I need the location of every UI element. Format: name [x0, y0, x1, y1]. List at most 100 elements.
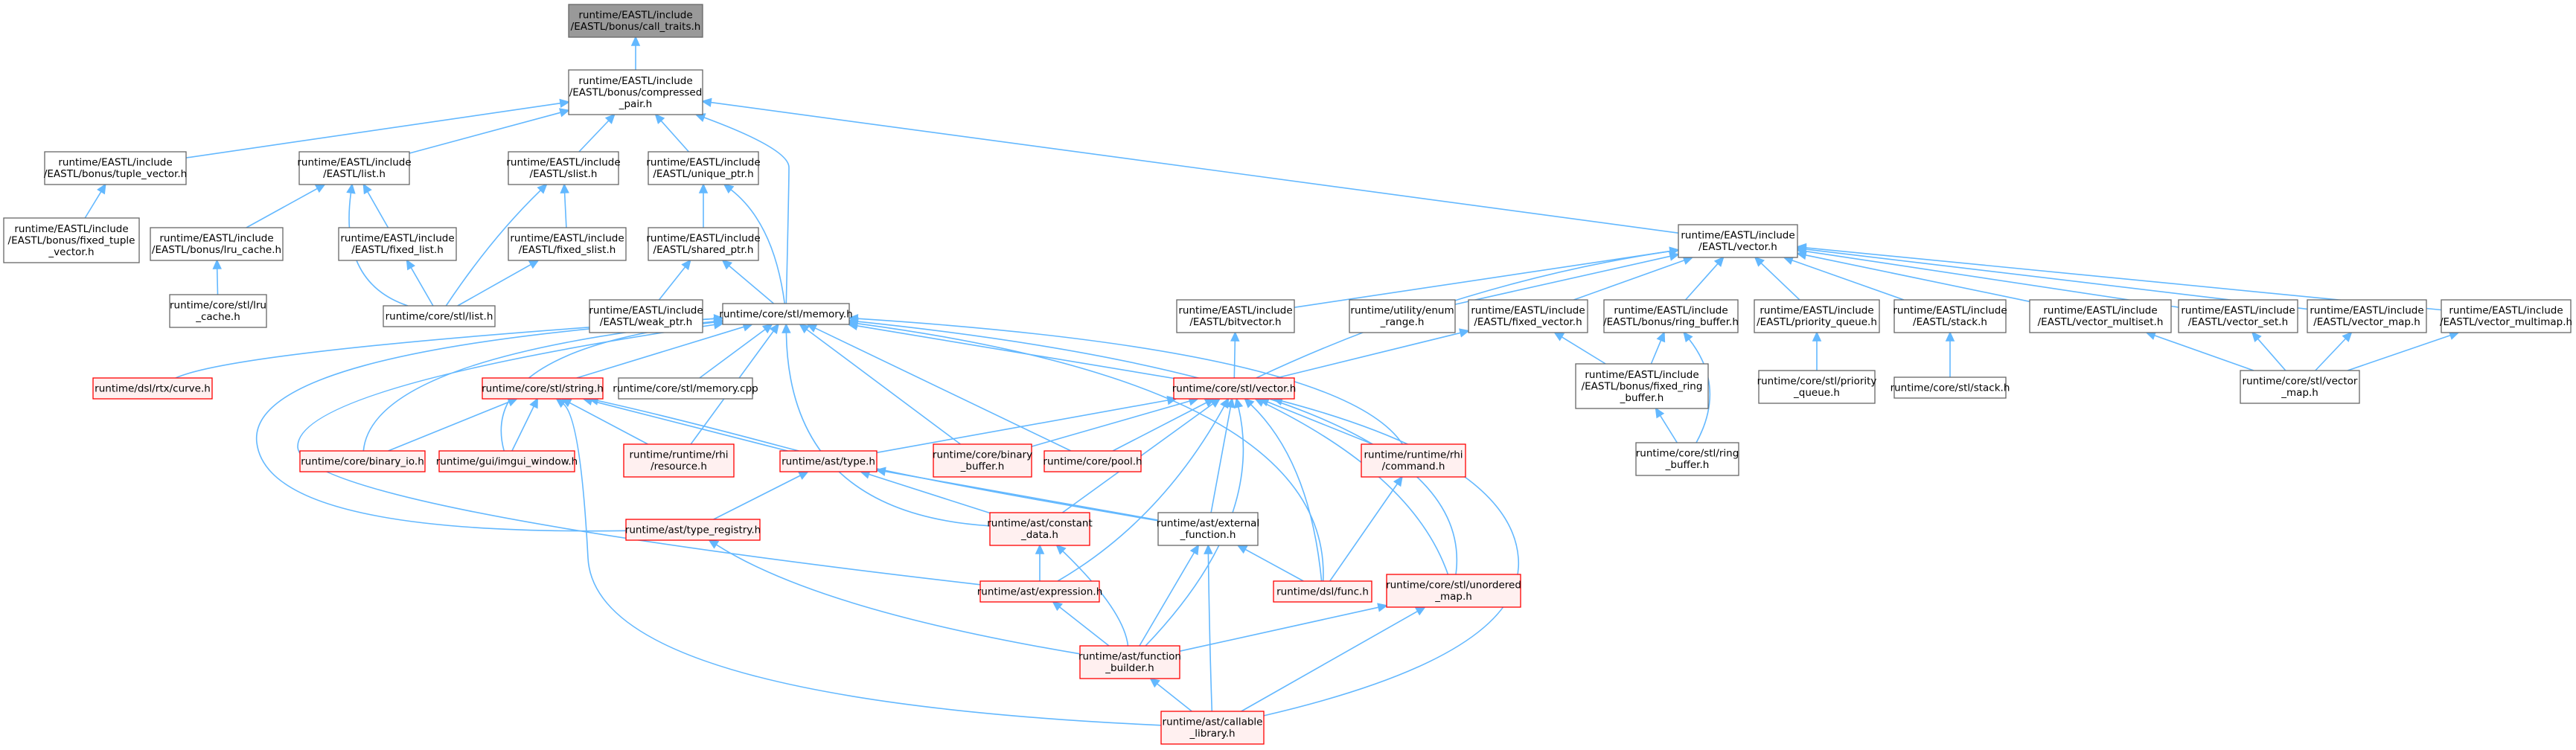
node-box[interactable]: [508, 227, 627, 261]
node-fixed-tuple-vector[interactable]: runtime/EASTL/include/EASTL/bonus/fixed_…: [3, 217, 140, 263]
node-lru-cache[interactable]: runtime/EASTL/include/EASTL/bonus/lru_ca…: [150, 227, 284, 261]
node-box[interactable]: [1603, 299, 1739, 333]
node-box[interactable]: [169, 294, 267, 328]
node-box[interactable]: [1361, 443, 1466, 478]
node-box[interactable]: [979, 580, 1100, 603]
node-box[interactable]: [1079, 645, 1180, 679]
node-dsl-func[interactable]: runtime/dsl/func.h: [1273, 580, 1372, 603]
node-box[interactable]: [1758, 370, 1876, 404]
node-box[interactable]: [44, 151, 187, 185]
node-box[interactable]: [2441, 299, 2572, 333]
node-box[interactable]: [92, 377, 213, 400]
node-rhi-command[interactable]: runtime/runtime/rhi/command.h: [1361, 443, 1466, 478]
node-memory-cpp[interactable]: runtime/core/stl/memory.cpp: [613, 377, 758, 400]
node-core-list[interactable]: runtime/core/stl/list.h: [383, 305, 496, 327]
node-box[interactable]: [1160, 711, 1265, 745]
node-box[interactable]: [338, 227, 457, 261]
node-compressed-pair[interactable]: runtime/EASTL/include/EASTL/bonus/compre…: [568, 69, 703, 115]
node-vector-multiset[interactable]: runtime/EASTL/include/EASTL/vector_multi…: [2029, 299, 2172, 333]
node-box[interactable]: [618, 377, 753, 400]
node-box[interactable]: [625, 519, 761, 541]
node-vector-h[interactable]: runtime/EASTL/include/EASTL/vector.h: [1678, 224, 1798, 258]
node-core-vector[interactable]: runtime/core/stl/vector.h: [1172, 377, 1297, 400]
node-type-registry[interactable]: runtime/ast/type_registry.h: [625, 519, 761, 541]
node-box[interactable]: [2029, 299, 2172, 333]
node-core-pool[interactable]: runtime/core/pool.h: [1043, 450, 1142, 472]
node-box[interactable]: [3, 217, 140, 263]
node-box[interactable]: [623, 443, 735, 478]
node-box[interactable]: [1893, 376, 2007, 399]
node-fixed-slist[interactable]: runtime/EASTL/include/EASTL/fixed_slist.…: [508, 227, 627, 261]
node-shared-ptr[interactable]: runtime/EASTL/include/EASTL/shared_ptr.h: [646, 227, 761, 261]
node-box[interactable]: [989, 512, 1090, 546]
node-ast-type[interactable]: runtime/ast/type.h: [779, 450, 878, 472]
node-box[interactable]: [568, 69, 703, 115]
node-core-vector-map[interactable]: runtime/core/stl/vector_map.h: [2240, 370, 2360, 404]
node-box[interactable]: [1635, 442, 1739, 476]
node-box[interactable]: [2240, 370, 2360, 404]
node-core-string[interactable]: runtime/core/stl/string.h: [482, 377, 604, 400]
node-box[interactable]: [1386, 574, 1521, 608]
node-core-ring-buffer[interactable]: runtime/core/stl/ring_buffer.h: [1635, 442, 1739, 476]
node-memory-h[interactable]: runtime/core/stl/memory.h: [719, 303, 853, 325]
node-tuple-vector[interactable]: runtime/EASTL/include/EASTL/bonus/tuple_…: [44, 151, 187, 185]
node-box[interactable]: [508, 151, 619, 185]
node-box[interactable]: [568, 4, 703, 38]
node-list-h[interactable]: runtime/EASTL/include/EASTL/list.h: [297, 151, 412, 185]
node-box[interactable]: [648, 151, 759, 185]
node-ast-expression[interactable]: runtime/ast/expression.h: [977, 580, 1103, 603]
node-box[interactable]: [299, 450, 426, 472]
node-core-priority-queue[interactable]: runtime/core/stl/priority_queue.h: [1757, 370, 1877, 404]
node-box[interactable]: [383, 305, 496, 327]
node-core-stack[interactable]: runtime/core/stl/stack.h: [1891, 376, 2010, 399]
node-stack-h[interactable]: runtime/EASTL/include/EASTL/stack.h: [1893, 299, 2007, 333]
node-vector-map[interactable]: runtime/EASTL/include/EASTL/vector_map.h: [2307, 299, 2427, 333]
node-box[interactable]: [933, 443, 1032, 478]
node-box[interactable]: [482, 377, 604, 400]
node-box[interactable]: [1754, 299, 1880, 333]
node-constant-data[interactable]: runtime/ast/constant_data.h: [987, 512, 1093, 546]
node-function-builder[interactable]: runtime/ast/function_builder.h: [1078, 645, 1181, 679]
node-unordered-map[interactable]: runtime/core/stl/unordered_map.h: [1386, 574, 1521, 608]
node-rtx-curve[interactable]: runtime/dsl/rtx/curve.h: [92, 377, 213, 400]
node-binary-io[interactable]: runtime/core/binary_io.h: [299, 450, 426, 472]
node-priority-queue[interactable]: runtime/EASTL/include/EASTL/priority_que…: [1754, 299, 1880, 333]
node-box[interactable]: [1173, 377, 1295, 400]
node-box[interactable]: [1349, 299, 1456, 333]
node-box[interactable]: [1043, 450, 1142, 472]
node-box[interactable]: [150, 227, 284, 261]
node-box[interactable]: [298, 151, 410, 185]
node-weak-ptr[interactable]: runtime/EASTL/include/EASTL/weak_ptr.h: [589, 299, 703, 333]
node-core-lru-cache[interactable]: runtime/core/stl/lru_cache.h: [169, 294, 267, 328]
node-slist[interactable]: runtime/EASTL/include/EASTL/slist.h: [506, 151, 621, 185]
node-box[interactable]: [1893, 299, 2007, 333]
node-bitvector[interactable]: runtime/EASTL/include/EASTL/bitvector.h: [1176, 299, 1295, 333]
node-call-traits[interactable]: runtime/EASTL/include/EASTL/bonus/call_t…: [568, 4, 703, 38]
node-box[interactable]: [2178, 299, 2298, 333]
node-box[interactable]: [2307, 299, 2427, 333]
node-callable-library[interactable]: runtime/ast/callable_library.h: [1160, 711, 1265, 745]
node-imgui-window[interactable]: runtime/gui/imgui_window.h: [436, 450, 578, 472]
node-box[interactable]: [1273, 580, 1372, 603]
node-box[interactable]: [779, 450, 878, 472]
node-fixed-list[interactable]: runtime/EASTL/include/EASTL/fixed_list.h: [338, 227, 457, 261]
node-rhi-resource[interactable]: runtime/runtime/rhi/resource.h: [623, 443, 735, 478]
node-enum-range[interactable]: runtime/utility/enum_range.h: [1349, 299, 1456, 333]
node-box[interactable]: [722, 303, 850, 325]
node-box[interactable]: [1678, 224, 1798, 258]
node-box[interactable]: [438, 450, 575, 472]
node-box[interactable]: [1157, 512, 1259, 546]
node-box[interactable]: [589, 299, 703, 333]
node-binary-buffer[interactable]: runtime/core/binary_buffer.h: [933, 443, 1032, 478]
node-box[interactable]: [1575, 363, 1709, 409]
node-fixed-ring-buffer[interactable]: runtime/EASTL/include/EASTL/bonus/fixed_…: [1575, 363, 1709, 409]
node-box[interactable]: [648, 227, 759, 261]
node-ring-buffer[interactable]: runtime/EASTL/include/EASTL/bonus/ring_b…: [1603, 299, 1739, 333]
node-external-function[interactable]: runtime/ast/external_function.h: [1157, 512, 1259, 546]
node-box[interactable]: [1468, 299, 1588, 333]
node-unique-ptr[interactable]: runtime/EASTL/include/EASTL/unique_ptr.h: [646, 151, 761, 185]
node-box[interactable]: [1176, 299, 1295, 333]
node-fixed-vector[interactable]: runtime/EASTL/include/EASTL/fixed_vector…: [1468, 299, 1588, 333]
node-vector-multimap[interactable]: runtime/EASTL/include/EASTL/vector_multi…: [2440, 299, 2572, 333]
node-vector-set[interactable]: runtime/EASTL/include/EASTL/vector_set.h: [2178, 299, 2298, 333]
